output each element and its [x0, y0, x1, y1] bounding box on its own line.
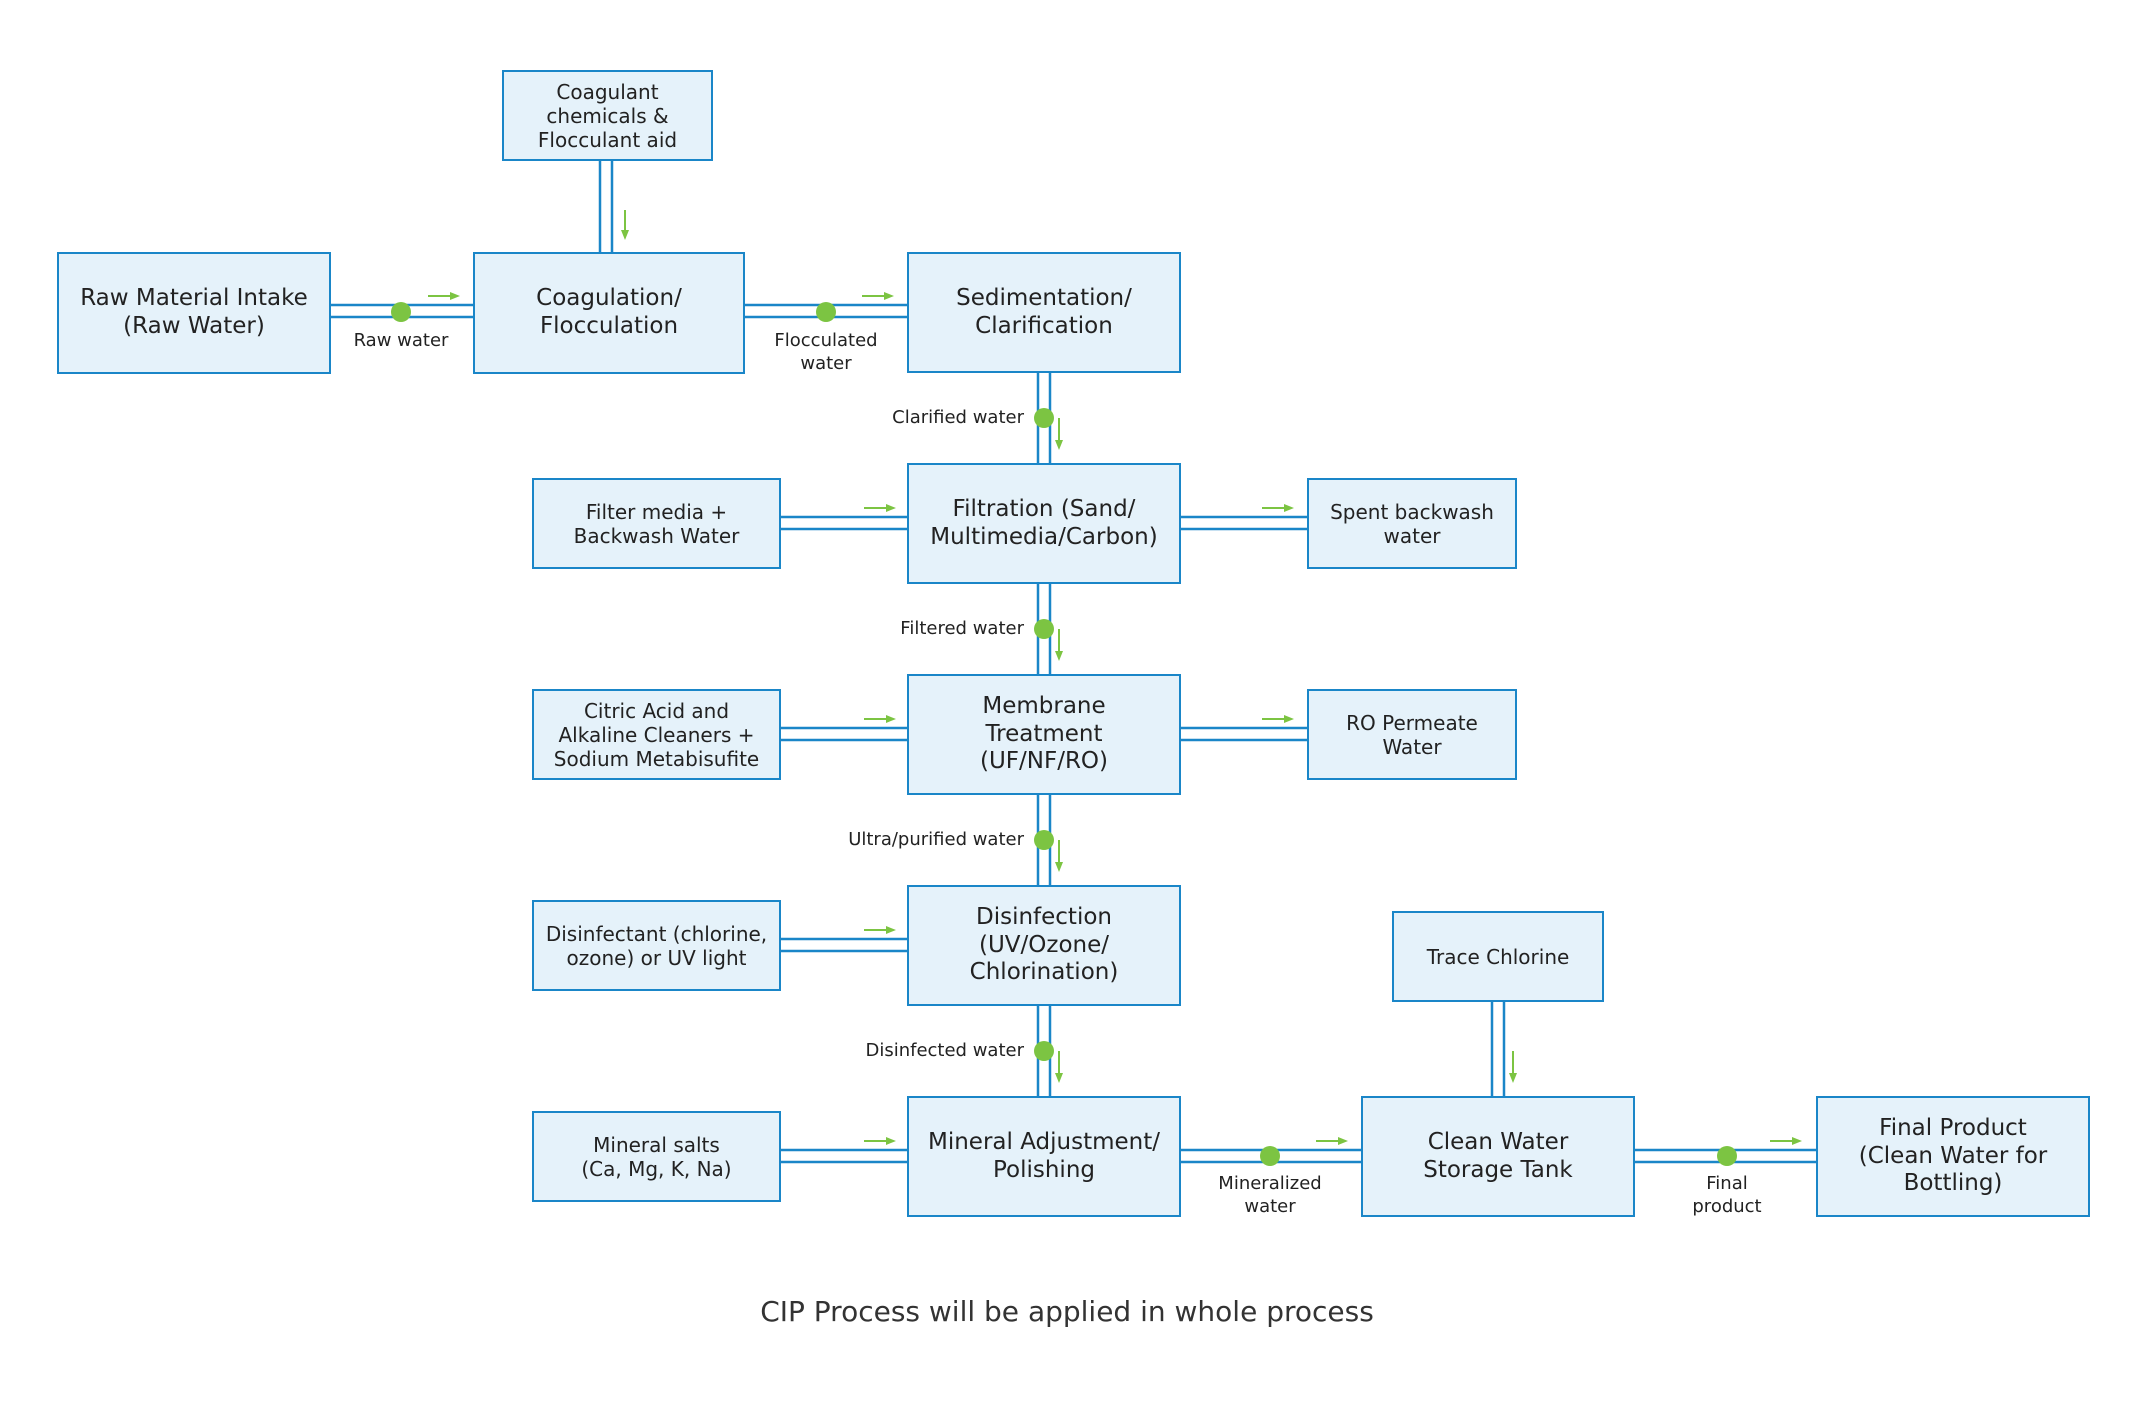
box-spent-backwash: Spent backwash water — [1307, 478, 1517, 569]
arrow-down-disinfected — [1055, 1051, 1063, 1083]
arrow-right-disinfectant — [864, 926, 896, 934]
box-final-product-label: Final Product (Clean Water for Bottling) — [1858, 1115, 2048, 1197]
box-membrane-label: Membrane Treatment (UF/NF/RO) — [979, 693, 1109, 775]
arrow-right-mineralized — [1316, 1137, 1348, 1145]
pipe-membrane-to-permeate — [1181, 726, 1307, 742]
label-clarified: Clarified water — [892, 407, 1024, 428]
box-raw-intake: Raw Material Intake (Raw Water) — [57, 252, 331, 374]
pipe-coagulant-to-coagulation — [598, 161, 614, 252]
box-filter-media-label: Filter media + Backwash Water — [573, 499, 740, 548]
arrow-right-filter-media — [864, 504, 896, 512]
box-filtration: Filtration (Sand/ Multimedia/Carbon) — [907, 463, 1181, 584]
arrow-down-clarified — [1055, 418, 1063, 450]
box-storage-tank: Clean Water Storage Tank — [1361, 1096, 1635, 1217]
box-spent-backwash-label: Spent backwash water — [1330, 499, 1494, 548]
box-coagulant: Coagulant chemicals & Flocculant aid — [502, 70, 713, 161]
box-coagulant-label: Coagulant chemicals & Flocculant aid — [537, 79, 678, 152]
label-disinfected: Disinfected water — [865, 1040, 1024, 1061]
box-disinfection: Disinfection (UV/Ozone/ Chlorination) — [907, 885, 1181, 1006]
box-trace-chlorine-label: Trace Chlorine — [1426, 944, 1570, 969]
node-disinfected — [1034, 1041, 1054, 1061]
box-coagulation-label: Coagulation/ Flocculation — [536, 285, 682, 339]
footer-note: CIP Process will be applied in whole pro… — [760, 1295, 1374, 1328]
box-filtration-label: Filtration (Sand/ Multimedia/Carbon) — [930, 495, 1158, 550]
pipe-filter-media-to-filtration — [781, 515, 907, 531]
label-final: Final product — [1692, 1173, 1762, 1217]
box-citric-acid: Citric Acid and Alkaline Cleaners + Sodi… — [532, 689, 781, 780]
box-disinfectant-label: Disinfectant (chlorine, ozone) or UV lig… — [545, 921, 768, 970]
pipe-mineral-salts-to-mineral — [781, 1148, 907, 1164]
box-filter-media: Filter media + Backwash Water — [532, 478, 781, 569]
arrow-right-backwash — [1262, 504, 1294, 512]
pipe-filtration-to-backwash — [1181, 515, 1307, 531]
box-disinfection-label: Disinfection (UV/Ozone/ Chlorination) — [969, 904, 1119, 986]
arrow-right-final — [1770, 1137, 1802, 1145]
arrow-down-filtered — [1055, 629, 1063, 661]
box-mineral-salts: Mineral salts (Ca, Mg, K, Na) — [532, 1111, 781, 1202]
box-trace-chlorine: Trace Chlorine — [1392, 911, 1604, 1002]
pipe-citric-to-membrane — [781, 726, 907, 742]
node-filtered — [1034, 619, 1054, 639]
node-raw-water — [391, 302, 411, 322]
arrow-right-mineral-salts — [864, 1137, 896, 1145]
box-membrane: Membrane Treatment (UF/NF/RO) — [907, 674, 1181, 795]
label-mineralized: Mineralized water — [1218, 1173, 1322, 1217]
box-raw-intake-label: Raw Material Intake (Raw Water) — [80, 285, 308, 339]
node-ultra — [1034, 830, 1054, 850]
box-ro-permeate: RO Permeate Water — [1307, 689, 1517, 780]
box-ro-permeate-label: RO Permeate Water — [1346, 710, 1478, 759]
box-final-product: Final Product (Clean Water for Bottling) — [1816, 1096, 2090, 1217]
arrow-right-citric — [864, 715, 896, 723]
box-sedimentation-label: Sedimentation/ Clarification — [956, 284, 1132, 339]
label-filtered: Filtered water — [900, 618, 1024, 639]
label-ultra: Ultra/purified water — [848, 829, 1024, 850]
pipe-trace-to-storage — [1490, 1002, 1506, 1096]
arrow-right-permeate — [1262, 715, 1294, 723]
node-clarified — [1034, 408, 1054, 428]
flow-arrows — [428, 210, 1802, 1145]
box-storage-tank-label: Clean Water Storage Tank — [1423, 1128, 1573, 1183]
box-mineral-adjust: Mineral Adjustment/ Polishing — [907, 1096, 1181, 1217]
arrow-down-trace — [1509, 1051, 1517, 1083]
box-sedimentation: Sedimentation/ Clarification — [907, 252, 1181, 373]
box-citric-acid-label: Citric Acid and Alkaline Cleaners + Sodi… — [553, 698, 760, 771]
arrow-down-coagulant — [621, 210, 629, 240]
nodes — [391, 302, 1737, 1166]
label-raw-water: Raw water — [353, 330, 449, 351]
node-flocculated — [816, 302, 836, 322]
box-disinfectant: Disinfectant (chlorine, ozone) or UV lig… — [532, 900, 781, 991]
pipe-disinfectant-to-disinfection — [781, 937, 907, 953]
box-mineral-adjust-label: Mineral Adjustment/ Polishing — [927, 1128, 1160, 1183]
arrow-down-ultra — [1055, 840, 1063, 872]
label-flocculated: Flocculated water — [774, 330, 878, 374]
node-mineralized — [1260, 1146, 1280, 1166]
arrow-right-flocculated — [862, 292, 894, 300]
box-coagulation: Coagulation/ Flocculation — [473, 252, 745, 374]
arrow-right-raw — [428, 292, 460, 300]
node-final — [1717, 1146, 1737, 1166]
box-mineral-salts-label: Mineral salts (Ca, Mg, K, Na) — [581, 1132, 732, 1181]
